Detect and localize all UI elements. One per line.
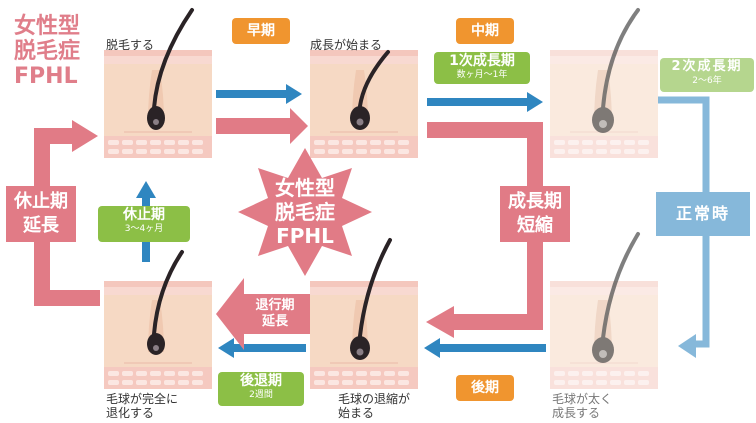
follicle-5	[350, 238, 392, 360]
label-regress-extend: 退行期 延長	[240, 294, 310, 334]
label-rest-extend-line2: 延長	[23, 215, 59, 236]
caption-shedding: 脱毛する	[106, 38, 155, 52]
caption-growth-thick-line1: 毛球が太く	[552, 392, 613, 406]
badge-late: 後期	[456, 375, 514, 401]
badge-growth1: 1次成長期 数ヶ月〜1年	[434, 52, 530, 84]
title-line2: 脱毛症	[14, 39, 81, 64]
badge-growth1-sub: 数ヶ月〜1年	[456, 70, 508, 80]
label-growth-short-line1: 成長期	[508, 191, 562, 212]
label-regress-extend-line1: 退行期	[255, 298, 295, 313]
caption-growth-thick: 毛球が太く 成長する	[552, 392, 612, 420]
badge-regress-sub: 2週間	[249, 390, 273, 400]
badge-rest-main: 休止期	[123, 207, 165, 223]
title-line1: 女性型	[14, 14, 81, 39]
badge-growth2-sub: 2〜6年	[692, 76, 722, 86]
badge-growth1-main: 1次成長期	[449, 53, 515, 69]
badge-growth2: 2次成長期 2〜6年	[660, 58, 754, 92]
caption-regression-start: 毛球の退縮が 始まる	[338, 392, 410, 420]
diagram-title: 女性型 脱毛症 FPHL	[14, 14, 104, 89]
arrow-middle-normal	[427, 92, 543, 112]
caption-growth-thick-line2: 成長する	[552, 406, 601, 420]
caption-regression-complete-line2: 退化する	[106, 406, 155, 420]
badge-rest-sub: 3〜4ヶ月	[124, 224, 164, 234]
label-normal: 正常時	[656, 192, 750, 236]
caption-regression-start-line1: 毛球の退縮が	[338, 392, 411, 406]
burst-label-line3: FPHL	[276, 224, 334, 248]
burst-label-line1: 女性型	[275, 176, 335, 200]
label-rest-extend: 休止期 延長	[6, 186, 76, 242]
follicle-1	[147, 8, 194, 130]
fphl-burst	[238, 148, 372, 276]
badge-growth2-main: 2次成長期	[671, 59, 743, 74]
arrow-early-normal	[216, 84, 302, 104]
caption-regression-complete: 毛球が完全に 退化する	[106, 392, 178, 420]
badge-early: 早期	[232, 18, 290, 44]
arrow-regress-normal	[218, 338, 306, 358]
follicle-6	[147, 250, 184, 355]
badge-rest: 休止期 3〜4ヶ月	[98, 206, 190, 242]
follicle-3	[592, 8, 640, 133]
badge-middle: 中期	[456, 18, 514, 44]
arrow-regress-fphl	[216, 278, 310, 350]
label-regress-extend-line2: 延長	[261, 314, 288, 329]
title-line3: FPHL	[14, 64, 78, 89]
arrow-early-fphl	[216, 108, 308, 144]
label-rest-extend-line1: 休止期	[14, 191, 68, 212]
label-growth-short-line2: 短縮	[517, 215, 553, 236]
caption-growth-start: 成長が始まる	[310, 38, 383, 52]
follicle-4	[592, 232, 640, 363]
caption-regression-complete-line1: 毛球が完全に	[106, 392, 179, 406]
label-growth-short: 成長期 短縮	[500, 186, 570, 242]
burst-label: 女性型 脱毛症 FPHL	[255, 176, 355, 248]
follicle-2	[350, 50, 390, 130]
arrow-late-normal	[424, 338, 546, 358]
burst-label-line2: 脱毛症	[275, 200, 335, 224]
caption-regression-start-line2: 始まる	[338, 406, 375, 420]
badge-regress-main: 後退期	[240, 373, 282, 389]
badge-regress: 後退期 2週間	[218, 372, 304, 406]
